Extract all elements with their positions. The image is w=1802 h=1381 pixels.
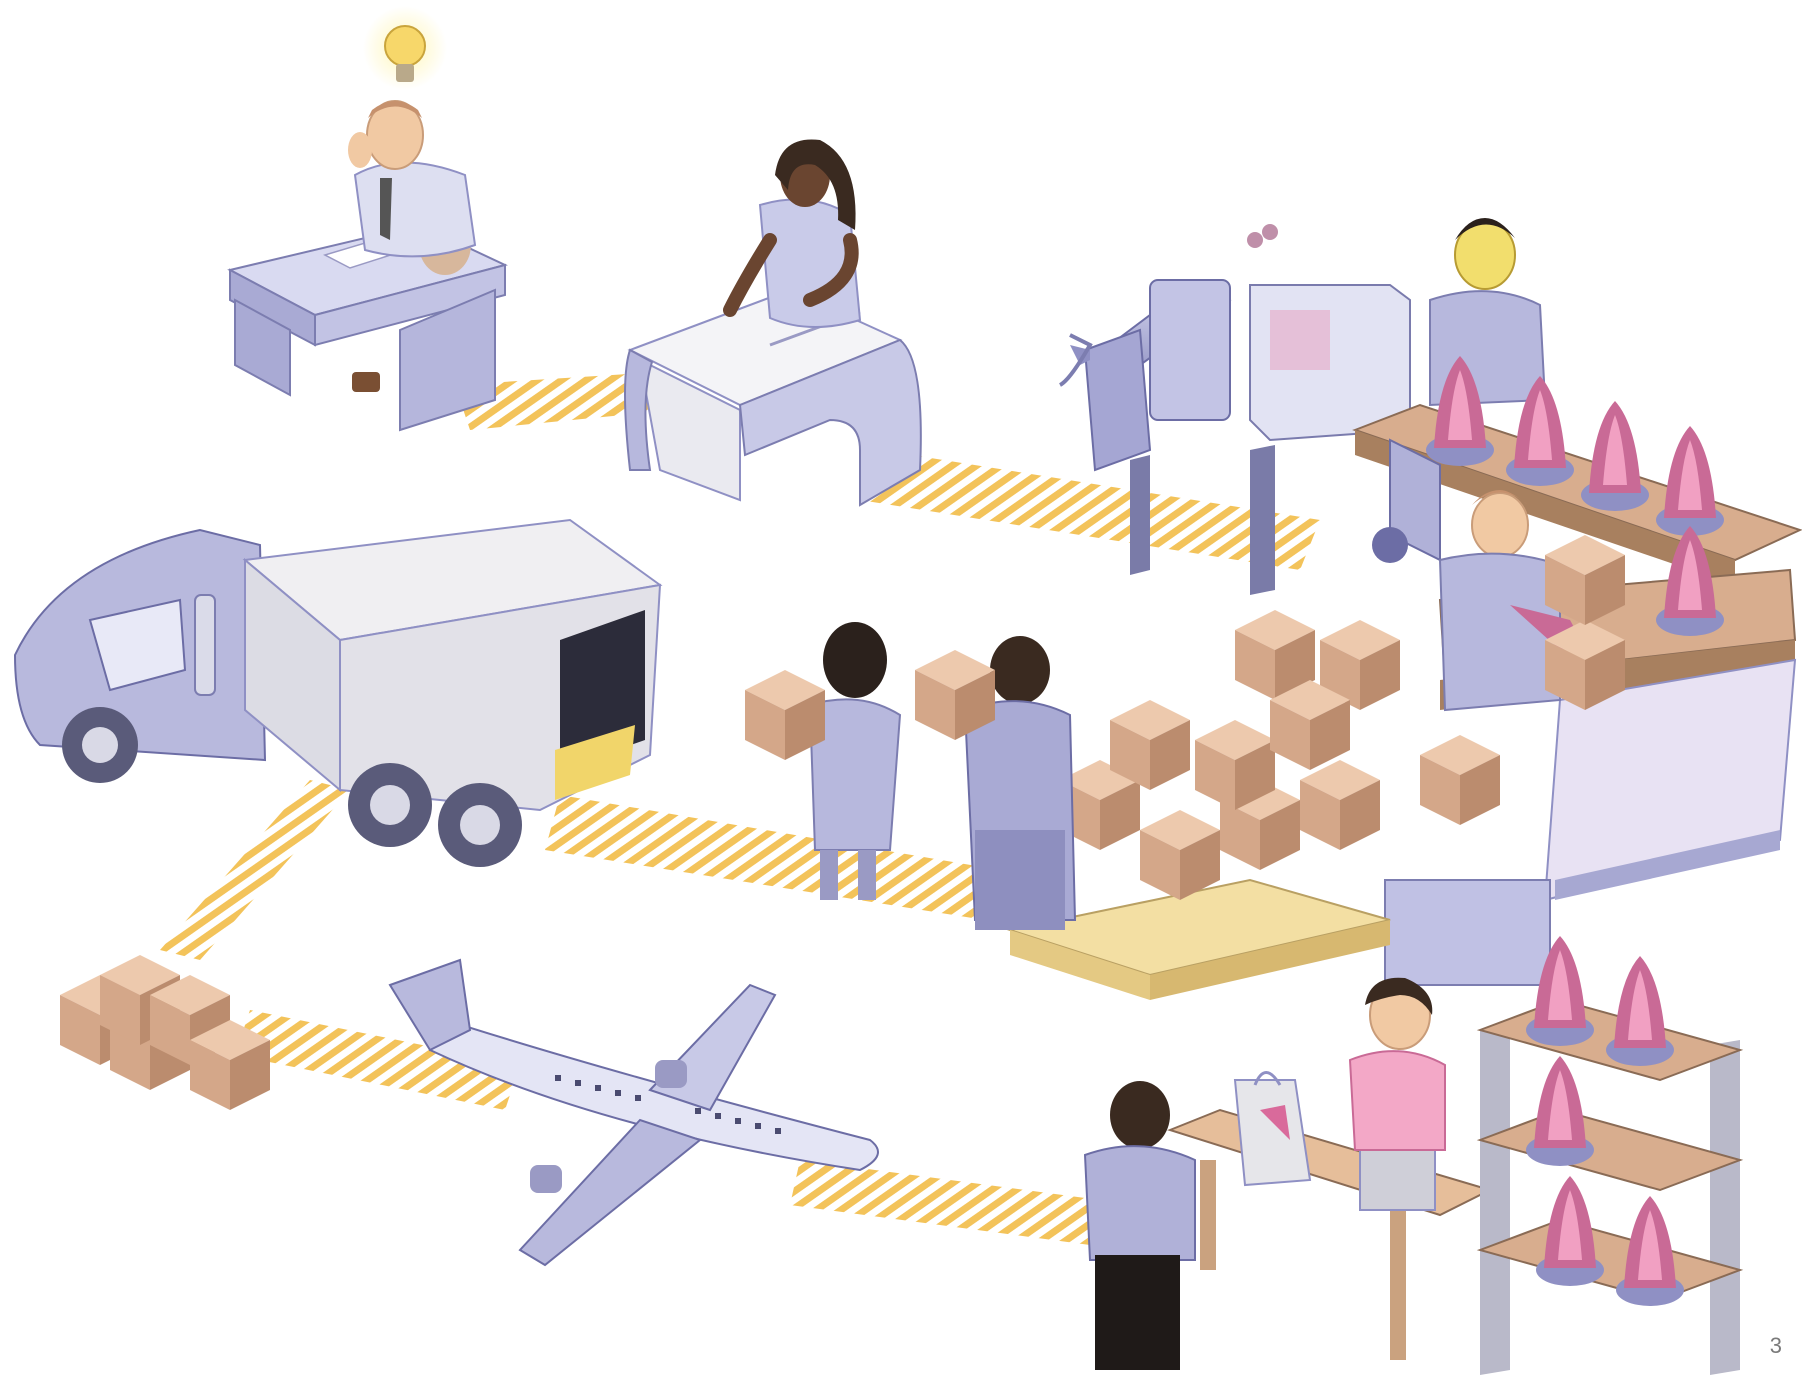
- machine-operator: [1430, 218, 1545, 405]
- shopping-bag: [1235, 1073, 1310, 1186]
- stage-air-freight: [390, 960, 878, 1265]
- stage-distribution: [60, 955, 270, 1110]
- box-pile-icon: [60, 955, 270, 1110]
- customer-man: [1085, 1081, 1195, 1370]
- display-shelf: [1480, 936, 1740, 1375]
- stage-design: [625, 139, 921, 505]
- designer-woman: [730, 139, 860, 327]
- path-truck-to-boxes: [160, 780, 350, 960]
- stage-idea: [230, 6, 505, 430]
- drafting-table-icon: [625, 290, 921, 505]
- path-plane-to-store: [790, 1160, 1100, 1245]
- path-truck-to-warehouse: [545, 795, 1000, 920]
- shopkeeper-woman: [1350, 978, 1445, 1150]
- airplane-icon: [390, 960, 878, 1265]
- stage-retail: [1085, 936, 1740, 1375]
- page-number: 3: [1770, 1333, 1782, 1359]
